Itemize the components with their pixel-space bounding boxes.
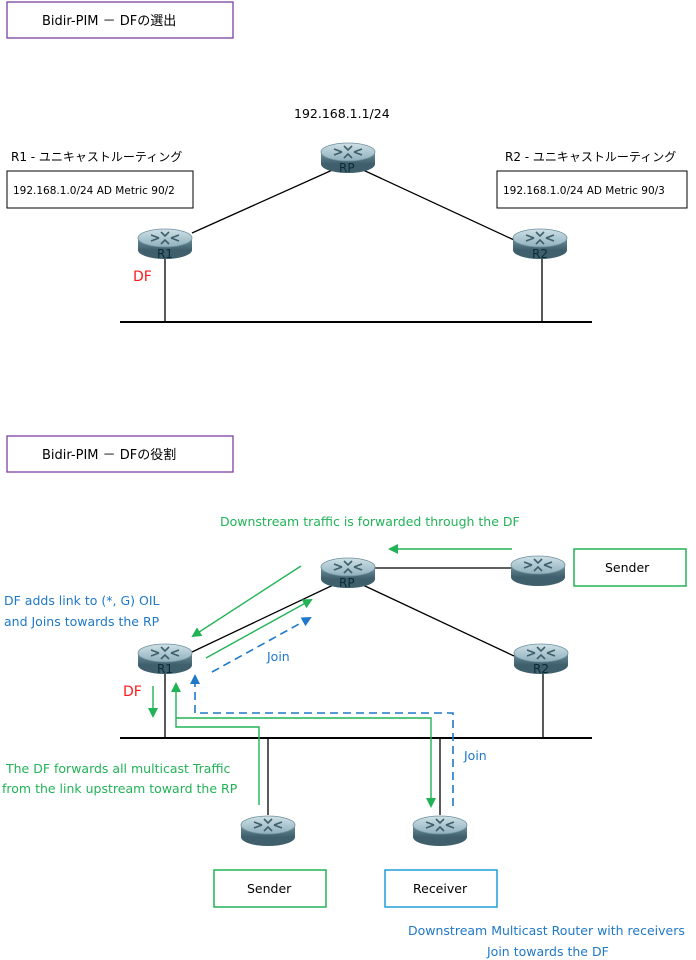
df-adds-link-line1: DF adds link to (*, G) OIL (4, 593, 160, 608)
receiver-box: Receiver (384, 869, 498, 908)
receiver-label: Receiver (413, 881, 468, 896)
router2-r2-label: R2 (533, 662, 549, 676)
r2-route: 192.168.1.0/24 AD Metric 90/3 (503, 185, 665, 197)
join-label-2: Join (463, 748, 487, 763)
router-r2: R2 (512, 228, 568, 261)
section2-title: Bidir-PIM － DFの役割 (42, 447, 176, 463)
sender-top-label: Sender (605, 560, 650, 575)
df-forwards-line1: The DF forwards all multicast Traffic (5, 761, 231, 776)
router-r1: R1 (137, 228, 193, 261)
df-forwards-line2: from the link upstream toward the RP (2, 781, 238, 796)
router2-r1: R1 (137, 643, 193, 676)
join-label-1: Join (266, 649, 290, 664)
link2-rp-r2 (347, 577, 515, 657)
link-rp-r1 (191, 162, 349, 234)
router-rp-label: RP (339, 161, 355, 175)
section1-title: Bidir-PIM － DFの選出 (42, 14, 176, 29)
link-rp-r2 (347, 162, 515, 241)
arrow-r1-to-rp-upstream (205, 599, 313, 659)
r2-route-box: 192.168.1.0/24 AD Metric 90/3 (496, 170, 688, 209)
r1-route: 192.168.1.0/24 AD Metric 90/2 (13, 185, 175, 197)
link2-rp-r1 (191, 577, 349, 653)
router2-rp: RP (320, 557, 376, 590)
arrow-join-r1-to-rp (211, 617, 312, 673)
router2-r1-label: R1 (157, 662, 173, 676)
r2-caption: R2 - ユニキャストルーティング (505, 150, 676, 164)
sender-top-box: Sender (573, 548, 687, 587)
router-sender-bottom (240, 815, 296, 847)
router-receiver (412, 815, 468, 847)
df-label-1: DF (133, 269, 152, 285)
arrow-sender-up-to-df (171, 682, 260, 805)
df-label-2: DF (123, 684, 142, 700)
sender-bottom-label: Sender (247, 881, 292, 896)
arrow-join-receiver-to-df (190, 674, 454, 806)
section2-title-box: Bidir-PIM － DFの役割 (6, 435, 234, 473)
downstream-router-line2: Join towards the DF (486, 944, 609, 959)
arrow-rp-to-r1-downstream (191, 565, 302, 638)
router-r2-label: R2 (532, 247, 548, 261)
df-adds-link-line2: and Joins towards the RP (4, 614, 160, 629)
router-sender-top (510, 555, 566, 587)
sender-bottom-box: Sender (213, 869, 327, 908)
router2-r2: R2 (513, 643, 569, 676)
downstream-traffic-note: Downstream traffic is forwarded through … (220, 514, 520, 529)
rp-address-label: 192.168.1.1/24 (294, 106, 390, 121)
arrow-df-to-receiver (176, 717, 436, 808)
router2-rp-label: RP (339, 576, 355, 590)
r1-caption: R1 - ユニキャストルーティング (11, 150, 182, 164)
section1-title-box: Bidir-PIM － DFの選出 (6, 1, 234, 39)
r1-route-box: 192.168.1.0/24 AD Metric 90/2 (6, 170, 194, 209)
router-r1-label: R1 (157, 247, 173, 261)
router-rp: RP (320, 142, 376, 175)
downstream-router-line1: Downstream Multicast Router with receive… (408, 923, 685, 938)
